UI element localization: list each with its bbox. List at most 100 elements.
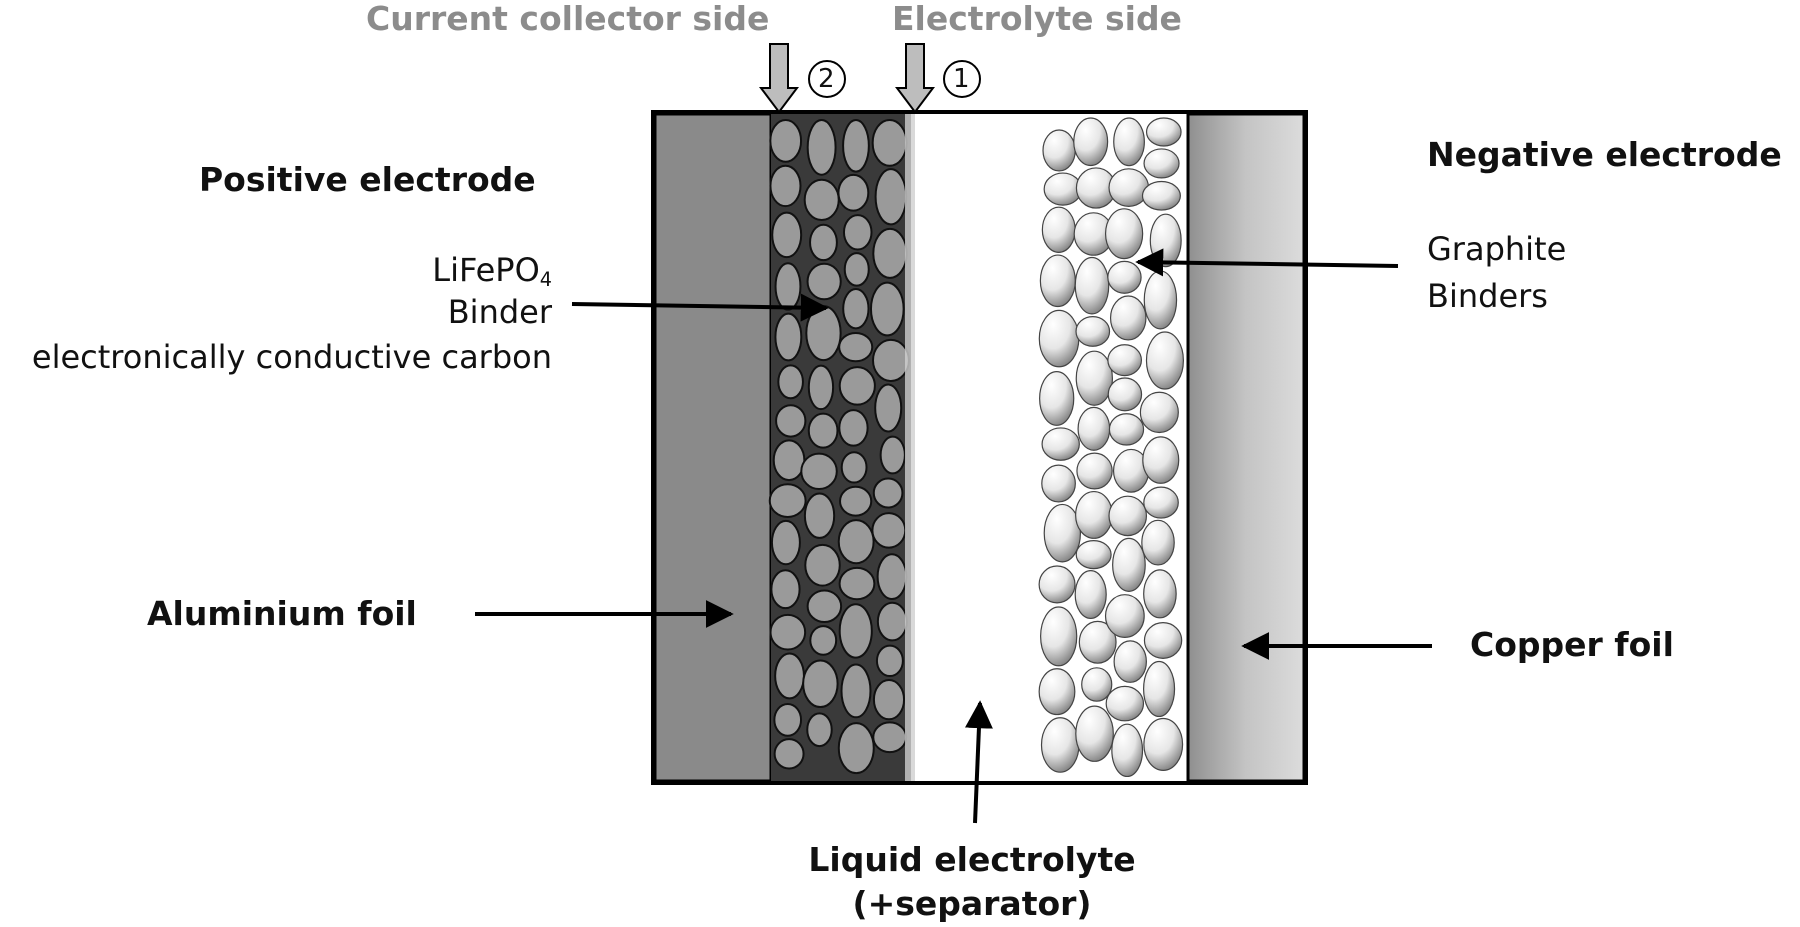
graphite-particle — [1143, 270, 1178, 330]
graphite-particle — [1040, 717, 1080, 773]
lifepo4-particle — [869, 281, 905, 337]
graphite-particle — [1108, 168, 1150, 207]
lifepo4-subscript: 4 — [539, 267, 552, 291]
graphite-particle — [1075, 316, 1111, 347]
graphite-particle — [1143, 622, 1183, 659]
graphite-particle — [1107, 344, 1143, 377]
graphite-particle — [1107, 260, 1142, 294]
lifepo4-particle — [874, 383, 903, 433]
lifepo4-particle — [771, 211, 803, 259]
aluminium-foil — [653, 112, 773, 783]
lifepo4-particle — [837, 722, 875, 775]
lifepo4-particle — [774, 262, 802, 311]
electrolyte-edge-speckle — [905, 114, 915, 781]
graphite-particle — [1113, 117, 1145, 167]
graphite-particle — [1075, 705, 1114, 762]
lifepo4-particle — [803, 178, 840, 222]
lifepo4-particle — [809, 223, 838, 262]
lifepo4-particle — [872, 679, 906, 721]
lifepo4-particle — [774, 312, 803, 362]
graphite-particle — [1075, 490, 1113, 539]
lifepo4-pointer-arrow — [571, 293, 829, 322]
lifepo4-particle — [838, 409, 869, 447]
graphite-particle — [1038, 565, 1076, 604]
lifepo4-particle — [837, 519, 875, 565]
electrolyte-pointer-arrow — [964, 700, 993, 824]
lifepo4-text: LiFePO — [432, 251, 540, 289]
graphite-particle — [1039, 254, 1076, 308]
graphite-particle — [1073, 117, 1109, 167]
graphite-particle — [1038, 668, 1076, 716]
lifepo4-particle — [871, 118, 908, 167]
graphite-particle — [1113, 640, 1147, 683]
lifepo4-particle — [839, 485, 873, 517]
lifepo4-particle — [872, 227, 908, 279]
lifepo4-particle — [806, 119, 837, 176]
lifepo4-particle — [777, 364, 804, 400]
lifepo4-particle — [774, 652, 805, 700]
lifepo4-particle — [806, 589, 843, 624]
lifepo4-particle — [806, 712, 833, 748]
graphite-particle — [1142, 436, 1180, 484]
lifepo4-particle — [804, 543, 841, 587]
lifepo4-particle — [875, 644, 904, 678]
graphite-particle — [1141, 519, 1175, 566]
graphite-particle — [1040, 606, 1078, 667]
graphite-particle — [1149, 213, 1182, 268]
lifepo4-particle — [803, 492, 836, 539]
graphite-particle — [1041, 464, 1076, 503]
graphite-particle — [1043, 503, 1082, 563]
lifepo4-particle — [840, 451, 868, 484]
graphite-particle — [1108, 495, 1148, 537]
lifepo4-particle — [842, 214, 873, 251]
marker-2-label: 2 — [818, 64, 835, 94]
lifepo4-particle — [872, 338, 910, 382]
lifepo4-particle — [872, 721, 908, 754]
graphite-particle — [1143, 569, 1177, 619]
liquid-electrolyte-label: Liquid electrolyte — [808, 840, 1136, 879]
separator-label: (+separator) — [852, 884, 1092, 923]
graphite-pointer-arrow — [1135, 248, 1399, 277]
lifepo4-particle — [838, 603, 873, 659]
lifepo4-particle — [806, 262, 842, 301]
graphite-particle — [1108, 413, 1145, 446]
lifepo4-particle — [872, 477, 904, 509]
current-collector-arrow-icon — [759, 43, 799, 114]
lifepo4-particle — [809, 625, 838, 656]
marker-1-circle — [943, 60, 981, 98]
lifepo4-particle — [843, 252, 870, 287]
lifepo4-particle — [773, 702, 803, 737]
lifepo4-particle — [876, 553, 908, 601]
lifepo4-particle — [805, 305, 842, 362]
graphite-particle — [1074, 256, 1110, 315]
marker-1-label: 1 — [953, 64, 970, 94]
graphite-particle — [1038, 309, 1080, 368]
graphite-particle — [1143, 148, 1180, 179]
graphite-particle — [1041, 427, 1080, 461]
graphite-particle — [1081, 667, 1113, 702]
graphite-particle — [1112, 537, 1146, 592]
graphite-particle — [1039, 371, 1075, 426]
lifepo4-particle — [842, 288, 870, 330]
binders-label: Binders — [1427, 277, 1548, 315]
graphite-particle — [1042, 129, 1076, 172]
lifepo4-particle — [768, 483, 807, 518]
lifepo4-particle — [876, 601, 908, 642]
lifepo4-particle — [769, 119, 803, 163]
lifepo4-particle — [807, 364, 835, 411]
positive-material-label: LiFePO4 — [0, 251, 552, 289]
graphite-particle — [1143, 717, 1184, 771]
lifepo4-particle — [837, 173, 870, 212]
copper-foil — [1186, 112, 1306, 783]
electrolyte-arrow-icon — [895, 43, 935, 114]
lifepo4-particle — [807, 412, 839, 449]
lifepo4-particle — [842, 119, 870, 173]
electrolyte-side-label: Electrolyte side — [892, 0, 1182, 38]
lifepo4-particle — [775, 404, 807, 438]
graphite-particle — [1142, 660, 1176, 718]
graphite-particle — [1041, 206, 1076, 253]
positive-carbon-label: electronically conductive carbon — [31, 338, 552, 376]
lifepo4-particle — [840, 663, 872, 719]
lifepo4-particle — [838, 566, 876, 601]
aluminium-foil-label: Aluminium foil — [147, 594, 417, 633]
